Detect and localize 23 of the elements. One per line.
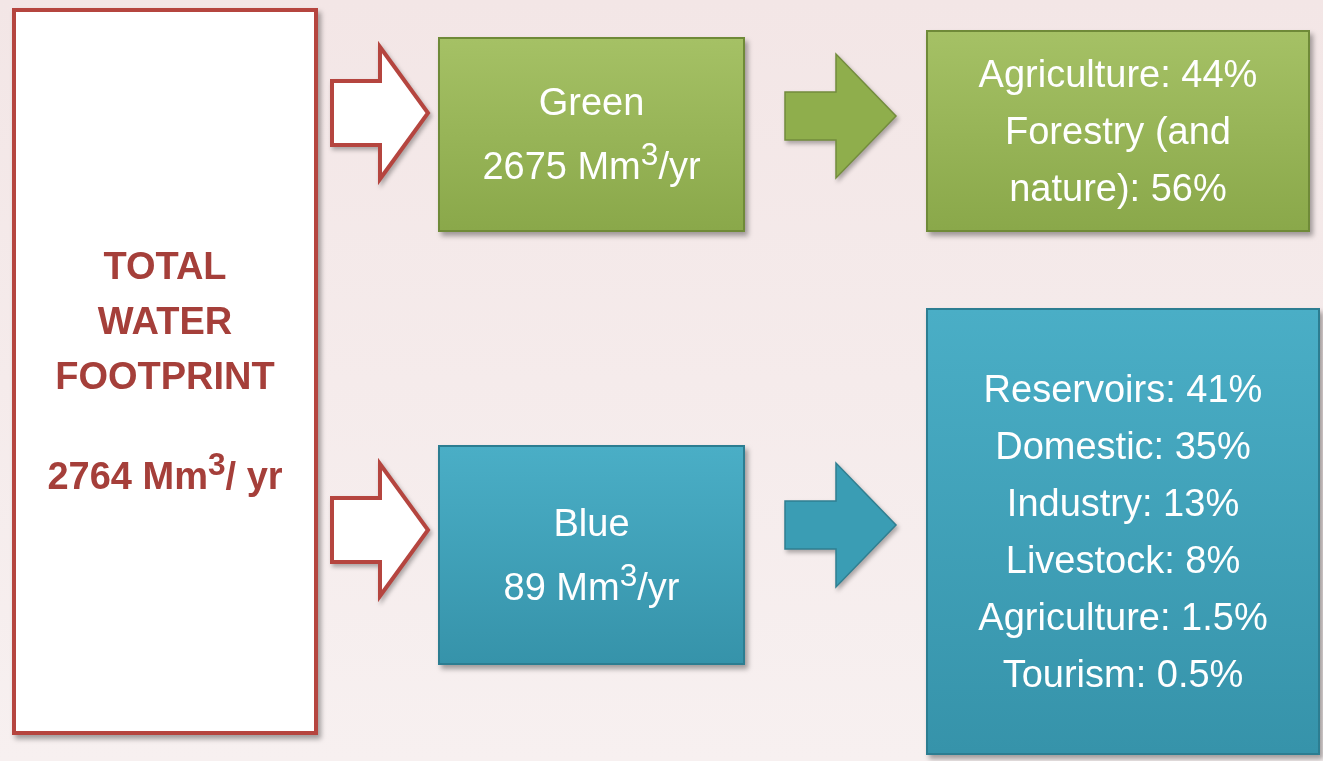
block-arrow <box>330 40 431 186</box>
block-arrow <box>330 457 431 603</box>
heading: TOTAL WATER FOOTPRINT <box>54 244 276 400</box>
category-name: Green <box>537 80 646 126</box>
share-item: Agriculture: 44% <box>977 51 1259 97</box>
category-name: Blue <box>552 500 631 546</box>
share-item: Livestock: 8% <box>1004 537 1242 583</box>
share-item: Tourism: 0.5% <box>1001 651 1245 697</box>
share-item: Reservoirs: 41% <box>982 366 1264 412</box>
share-item: Forestry (and nature): 56% <box>1004 108 1232 211</box>
block-arrow <box>784 461 898 589</box>
share-item: Domestic: 35% <box>994 423 1252 469</box>
volume-value: 89 Mm$^{3}$/yr <box>502 555 681 610</box>
category-box <box>926 308 1320 755</box>
category-box <box>438 37 745 232</box>
share-item: Agriculture: 1.5% <box>977 594 1269 640</box>
category-box <box>926 30 1310 232</box>
volume-value: 2675 Mm$^{3}$/yr <box>481 135 702 189</box>
share-item: Industry: 13% <box>1005 480 1241 526</box>
total-box <box>12 8 318 735</box>
block-arrow <box>784 52 898 180</box>
total-value: 2764 Mm$^{3}$/ yr <box>46 445 284 499</box>
category-box <box>438 445 745 665</box>
